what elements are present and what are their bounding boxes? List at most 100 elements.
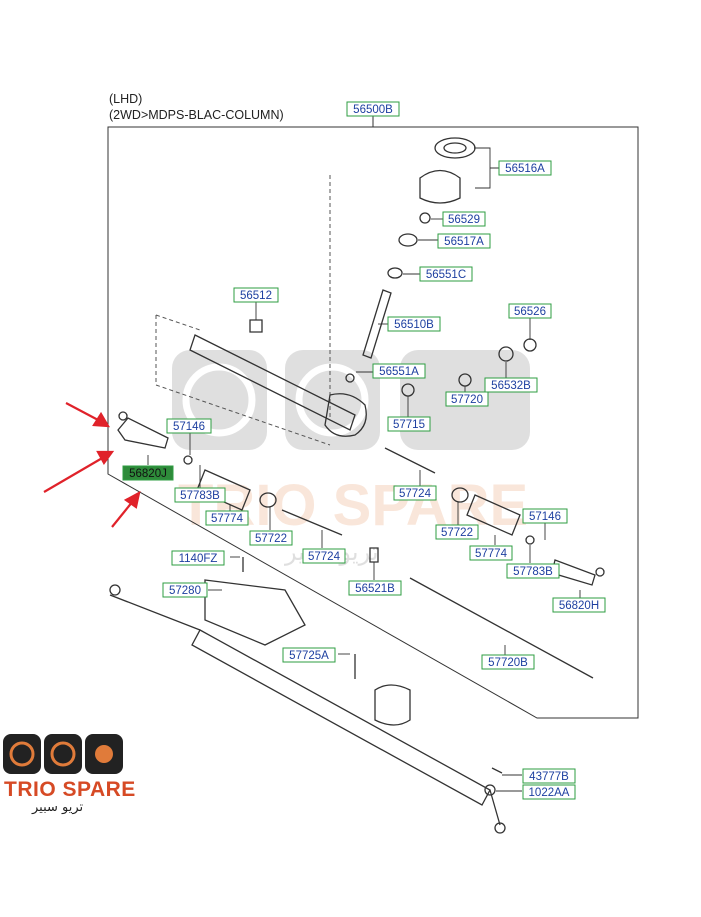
part-label-57783br[interactable]: 57783B — [506, 563, 560, 579]
part-label-text: 57720B — [488, 657, 528, 669]
part-label-box — [498, 160, 552, 176]
arrow-3-head — [123, 490, 141, 509]
part-label-56521b[interactable]: 56521B — [348, 580, 402, 596]
part-label-57722l[interactable]: 57722 — [249, 530, 293, 546]
part-label-56551c[interactable]: 56551C — [419, 266, 473, 282]
part-label-box — [393, 485, 437, 501]
assembled-left-tie-rod — [109, 594, 201, 631]
left-tie-rod-end — [117, 417, 169, 449]
part-label-box — [469, 545, 513, 561]
arrow-1-shaft — [65, 402, 101, 422]
part-nut-small — [345, 373, 355, 383]
right-nut — [525, 535, 535, 545]
part-label-56526[interactable]: 56526 — [508, 303, 552, 319]
part-pinion-shaft — [362, 289, 392, 359]
part-label-text: 56517A — [444, 236, 484, 248]
part-label-text: 57280 — [169, 585, 201, 597]
part-label-56512[interactable]: 56512 — [233, 287, 279, 303]
part-cover — [434, 137, 476, 159]
part-label-57783bl[interactable]: 57783B — [174, 487, 226, 503]
part-label-56510b[interactable]: 56510B — [387, 316, 441, 332]
part-label-57725a[interactable]: 57725A — [282, 647, 336, 663]
part-label-text: 56512 — [240, 290, 272, 302]
right-tie-rod-parts — [369, 447, 605, 679]
assembled-gearbox — [374, 684, 411, 726]
part-label-text: 57774 — [475, 548, 508, 560]
part-label-box — [162, 582, 208, 598]
part-heat-shield — [204, 579, 306, 646]
part-label-box — [442, 211, 486, 227]
left-ball-stud — [118, 411, 128, 421]
part-label-box — [506, 563, 560, 579]
part-label-56517a[interactable]: 56517A — [437, 233, 491, 249]
part-label-56532b[interactable]: 56532B — [484, 377, 538, 393]
logo-dial-1 — [9, 741, 35, 767]
part-label-57774r[interactable]: 57774 — [469, 545, 513, 561]
part-label-text: 57774 — [211, 513, 244, 525]
part-label-1022aa[interactable]: 1022AA — [522, 784, 576, 800]
brand-logo-graphic — [3, 734, 123, 774]
assembly-label-box — [346, 101, 400, 117]
watermark-block-2 — [285, 350, 380, 450]
rack-housing-upper — [189, 319, 537, 437]
watermark-dial-1 — [182, 363, 256, 437]
pinion-parts — [362, 137, 476, 359]
arrow-2-shaft — [43, 456, 105, 493]
assembly-label[interactable]: 56500B — [346, 101, 400, 117]
part-label-57715[interactable]: 57715 — [387, 416, 431, 432]
part-label-text: 56510B — [394, 319, 434, 331]
part-label-text: 57724 — [308, 551, 341, 563]
assembly-boundary — [107, 126, 639, 719]
logo-engine — [95, 745, 113, 763]
part-label-56820j[interactable]: 56820J — [122, 465, 174, 481]
part-damper — [369, 547, 379, 563]
part-label-text: 1140FZ — [179, 553, 218, 565]
part-label-57720[interactable]: 57720 — [445, 391, 489, 407]
part-label-box — [282, 647, 336, 663]
part-label-57146r[interactable]: 57146 — [522, 508, 568, 524]
right-ball-stud — [595, 567, 605, 577]
rack-bar — [409, 577, 594, 679]
part-label-text: 56526 — [514, 306, 546, 318]
arrow-3-shaft — [111, 500, 134, 528]
part-label-56551a[interactable]: 56551A — [372, 363, 426, 379]
part-label-box — [508, 303, 552, 319]
part-label-1140fz[interactable]: 1140FZ — [171, 550, 225, 566]
part-label-57146l[interactable]: 57146 — [166, 418, 212, 434]
right-inner-tie-rod — [384, 447, 436, 474]
part-label-box — [372, 363, 426, 379]
assembly-label-text: 56500B — [353, 104, 393, 116]
brand-logo-arabic: تريو سبير — [32, 800, 84, 815]
part-label-box — [249, 530, 293, 546]
part-label-57722r[interactable]: 57722 — [435, 524, 479, 540]
part-label-57720b[interactable]: 57720B — [481, 654, 535, 670]
part-label-57724r[interactable]: 57724 — [393, 485, 437, 501]
part-label-57280[interactable]: 57280 — [162, 582, 208, 598]
part-label-text: 57146 — [529, 511, 561, 523]
housing-tube — [189, 334, 356, 431]
part-label-56529[interactable]: 56529 — [442, 211, 486, 227]
part-label-box — [122, 465, 174, 481]
part-label-text: 56532B — [491, 380, 531, 392]
highlight-arrows — [43, 402, 141, 528]
assembled-housing — [191, 629, 491, 806]
part-label-57774l[interactable]: 57774 — [205, 510, 249, 526]
part-label-text: 57722 — [441, 527, 473, 539]
part-label-text: 57146 — [173, 421, 205, 433]
part-label-box — [205, 510, 249, 526]
part-label-text: 56521B — [355, 583, 395, 595]
arrow-2-head — [96, 450, 115, 466]
part-bearing-housing — [419, 169, 461, 204]
part-label-box — [348, 580, 402, 596]
part-label-56820h[interactable]: 56820H — [552, 597, 606, 613]
arrow-1-head — [92, 411, 111, 428]
part-label-text: 57722 — [255, 533, 287, 545]
housing-gearbox — [324, 393, 367, 437]
part-label-57724l[interactable]: 57724 — [302, 548, 346, 564]
part-label-box — [522, 508, 568, 524]
part-label-box — [445, 391, 489, 407]
part-label-56516a[interactable]: 56516A — [498, 160, 552, 176]
part-label-43777b[interactable]: 43777B — [522, 768, 576, 784]
rack-region-outline — [155, 314, 331, 446]
